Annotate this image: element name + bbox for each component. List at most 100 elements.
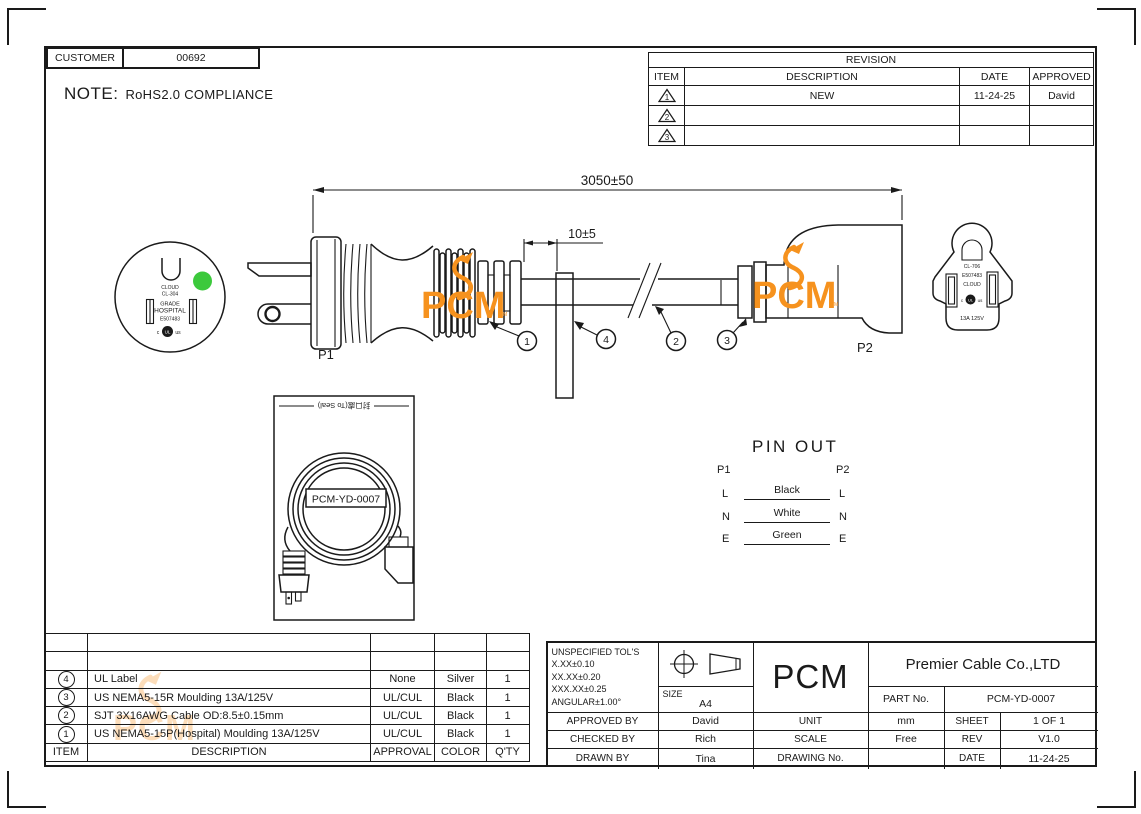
mini-plug-icon [278, 550, 310, 605]
revision-row: 2 [649, 106, 1093, 126]
svg-text:E507483: E507483 [962, 273, 982, 279]
trim-mark-icon [7, 8, 46, 45]
ground-hole-icon [961, 239, 983, 261]
receptacle-face-view: CL-706 E507483 CLOUD c UL us 13A 125V [932, 222, 1013, 331]
callout-1: 1 [489, 321, 538, 352]
pin-right: E [839, 533, 847, 545]
revision-title: REVISION [649, 53, 1093, 68]
revision-table: REVISION ITEM DESCRIPTION DATE APPROVED … [648, 52, 1094, 146]
bom-qty: 1 [504, 709, 511, 722]
dimension-10: 10±5 [523, 227, 603, 271]
bom-color: Black [435, 725, 487, 743]
item-number-badge: 1 [57, 725, 75, 743]
bom-row: 4 UL Label None Silver 1 [45, 670, 529, 689]
cul-us-mark-icon: c UL us [157, 326, 181, 337]
wire-color: Green [744, 529, 830, 545]
wire-color: Black [744, 484, 830, 500]
ground-slot-icon [161, 258, 181, 281]
p1-label: P1 [318, 347, 334, 362]
svg-text:us: us [175, 330, 181, 336]
bom-qty: 1 [504, 691, 511, 704]
svg-text:2: 2 [673, 336, 679, 348]
revision-description [685, 106, 960, 125]
pinout-row: N White N [715, 507, 885, 523]
revision-header-row: ITEM DESCRIPTION DATE APPROVED [649, 68, 1093, 86]
bom-qty: 1 [504, 728, 511, 741]
svg-text:PCM-YD-0007: PCM-YD-0007 [312, 494, 380, 506]
revision-approved: David [1048, 89, 1075, 102]
bom-approval: UL/CUL [371, 707, 435, 725]
projection-symbol-cell [658, 642, 754, 687]
approved-by-label: APPROVED BY [547, 712, 659, 731]
bom-approval: UL/CUL [371, 725, 435, 743]
item-number-badge: 4 [57, 670, 75, 688]
svg-text:GRADE: GRADE [160, 302, 180, 308]
cul-us-mark-icon: c UL us [961, 294, 983, 305]
col-description: DESCRIPTION [685, 68, 960, 85]
dimension-3050: 3050±50 [312, 173, 903, 233]
bom-description: SJT 3X16AWG Cable OD:8.5±0.15mm [88, 707, 371, 725]
third-angle-projection-icon [669, 650, 741, 678]
pinout-p2: P2 [836, 464, 850, 476]
pin-left: N [722, 511, 730, 523]
col-date: DATE [960, 68, 1030, 85]
col-color: COLOR [435, 743, 487, 762]
svg-text:PCM: PCM [421, 285, 505, 327]
note: NOTE: RoHS2.0 COMPLIANCE [64, 84, 273, 104]
date-label: DATE [945, 748, 1001, 769]
pcm-watermark-icon: PCM TM [752, 242, 838, 317]
bom-approval: UL/CUL [371, 688, 435, 707]
size-value: A4 [699, 697, 712, 710]
scale-label: SCALE [753, 730, 869, 749]
svg-text:CLOUD: CLOUD [963, 282, 981, 288]
bom-description: US NEMA5-15P(Hospital) Moulding 13A/125V [88, 725, 371, 743]
bag-label [305, 488, 387, 508]
drawn-by-label: DRAWN BY [548, 748, 659, 769]
revision-date [960, 106, 1030, 125]
customer-number: 00692 [176, 52, 206, 64]
svg-text:TM: TM [500, 312, 507, 318]
bom-color: Black [435, 688, 487, 707]
label-flag [555, 272, 574, 399]
svg-text:CL-304: CL-304 [162, 292, 179, 298]
revision-date [960, 126, 1030, 145]
pcm-watermark-ghost-icon: PCM [113, 671, 195, 748]
svg-text:TM: TM [831, 302, 838, 308]
svg-text:PCM: PCM [752, 275, 836, 317]
date-value: 11-24-25 [1028, 752, 1070, 765]
bom-approval: None [371, 670, 435, 688]
revision-triangle-icon: 2 [657, 108, 676, 123]
part-no-value: PCM-YD-0007 [944, 687, 1098, 713]
ground-pin [257, 303, 311, 325]
wire-color: White [744, 507, 830, 523]
p2-connector-drawing: P2 [720, 224, 903, 355]
sheet-value: 1 OF 1 [1000, 713, 1098, 731]
revision-triangle-icon: 1 [657, 88, 676, 103]
bom-color: Silver [435, 670, 487, 688]
svg-text:4: 4 [603, 334, 609, 346]
trim-mark-icon [1097, 8, 1136, 45]
green-dot-icon [193, 271, 212, 291]
customer-block: CUSTOMER 00692 [46, 47, 260, 69]
bom-row: 2 SJT 3X16AWG Cable OD:8.5±0.15mm UL/CUL… [45, 707, 529, 726]
cable-break-icon [627, 262, 662, 319]
plug-blade [247, 262, 312, 277]
pcm-logo: PCM [753, 642, 869, 713]
bom-qty: 1 [504, 673, 511, 686]
svg-text:HOSPITAL: HOSPITAL [154, 308, 186, 315]
item-number-badge: 3 [57, 689, 75, 707]
pin-left: L [722, 488, 729, 500]
p2-label: P2 [857, 340, 873, 355]
approved-by-value: David [658, 712, 754, 731]
col-description: DESCRIPTION [88, 743, 371, 762]
plug-face-view: CLOUD CL-304 GRADE HOSPITAL E507483 c UL… [114, 241, 226, 353]
pin-left: E [722, 533, 730, 545]
checked-by-label: CHECKED BY [547, 730, 659, 749]
svg-text:1: 1 [664, 93, 669, 102]
sheet-border [44, 46, 1097, 767]
svg-text:2: 2 [664, 113, 669, 122]
bom-empty-row [45, 634, 529, 653]
title-block: UNSPECIFIED TOL'S X.XX±0.10 XX.XX±0.20 X… [545, 640, 1098, 769]
